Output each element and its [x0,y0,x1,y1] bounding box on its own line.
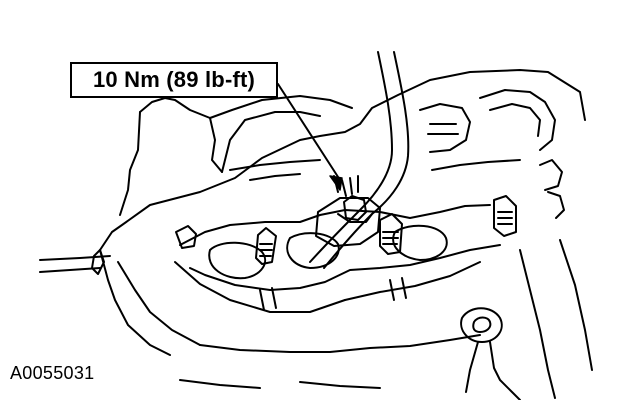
lower-bolt-left [259,287,277,311]
right-bracket-inner [489,103,541,137]
manifold-port-1 [208,241,267,280]
interior-line-1 [229,159,321,171]
right-end-lug-2 [547,191,565,219]
lower-far-right [559,239,593,371]
manifold-top-edge [179,204,491,246]
upper-housing-edge [119,111,141,216]
stud-4 [175,225,197,249]
rear-housing [221,111,321,173]
lower-right-side [519,249,556,399]
rear-housing-top [209,95,353,119]
right-end-lug [539,159,563,191]
figure-id-label: A0055031 [10,363,95,383]
interior-line-4 [179,379,261,389]
stud-2-threads [382,231,399,245]
right-housing-ribs [427,123,459,135]
interior-line-3 [431,159,521,171]
lower-left-rib [117,261,201,346]
stud-3-threads [497,211,513,225]
lower-right-leg-2 [465,341,479,393]
left-clip [91,249,105,275]
lower-right-leg [489,341,521,400]
lower-center-block [199,334,481,353]
right-housing [419,103,471,153]
stud-2 [379,213,403,255]
manifold-lower-edge [189,244,501,291]
lower-left-panel [99,249,171,356]
stud-3 [493,195,517,237]
torque-callout: 10 Nm (89 lb-ft) [70,62,278,98]
engine-block-outline [99,69,586,251]
upper-housing [139,97,223,173]
manifold-runner [174,261,346,313]
manifold-runner-lower [344,261,481,301]
stud-1-threads [259,243,273,257]
manifold-port-3 [392,224,448,261]
left-pipe [39,255,111,261]
left-pipe-2 [39,267,101,273]
callout-leader-line [277,83,341,181]
stud-1 [255,227,277,265]
lower-right-flange-hole [472,316,492,333]
lower-right-flange [460,307,503,343]
right-bracket [479,89,556,151]
interior-line-2 [249,173,301,181]
bracket-bolt-head [343,195,367,221]
callout-arrowhead [329,175,343,191]
tube-line-left [309,51,393,263]
tube-line-right [323,51,410,269]
interior-line-5 [299,381,381,389]
lower-bolt-center [389,277,407,301]
